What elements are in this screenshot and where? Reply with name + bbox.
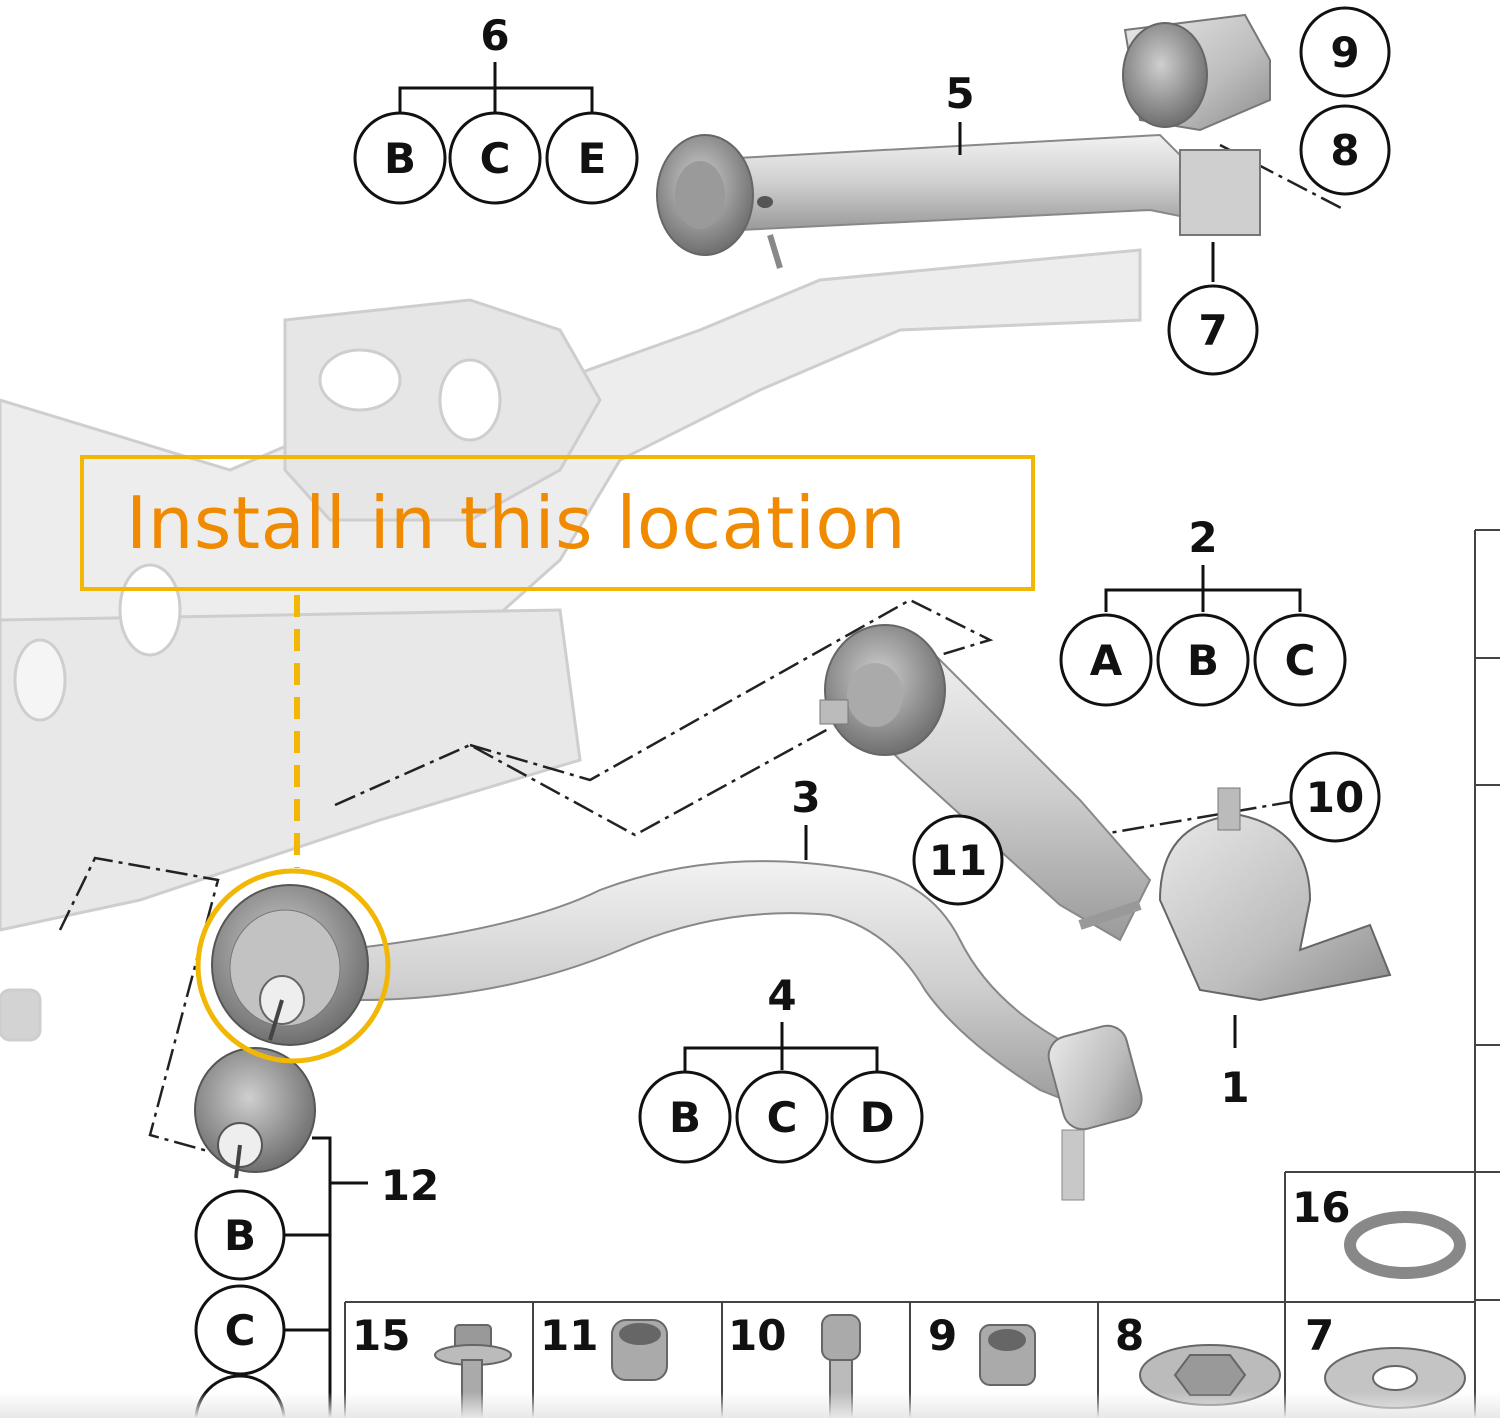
hardware-table: 15 11 10 9 8 7 16 bbox=[344, 1171, 1475, 1419]
variant-6-e: E bbox=[578, 134, 607, 183]
part-label-12: 12 bbox=[381, 1161, 439, 1210]
part-label-7: 7 bbox=[1198, 306, 1227, 355]
hardware-7: 7 bbox=[1305, 1311, 1334, 1360]
part-label-9: 9 bbox=[1330, 28, 1359, 77]
part-numbers: 6 5 2 3 4 1 12 bbox=[381, 11, 1250, 1210]
part-label-11: 11 bbox=[929, 836, 987, 885]
install-location-callout: Install in this location bbox=[80, 455, 1035, 591]
part-label-3: 3 bbox=[791, 773, 820, 822]
variant-12-b: B bbox=[224, 1211, 256, 1260]
control-arm-3 bbox=[194, 860, 1143, 1201]
variant-2-c: C bbox=[1285, 636, 1316, 685]
bottom-fade bbox=[0, 1392, 1500, 1418]
hardware-8: 8 bbox=[1115, 1311, 1144, 1360]
variant-4-b: B bbox=[669, 1093, 701, 1142]
install-location-highlight bbox=[195, 595, 391, 1064]
hardware-16: 16 bbox=[1292, 1183, 1350, 1232]
part-label-10: 10 bbox=[1306, 773, 1364, 822]
hardware-15: 15 bbox=[352, 1311, 410, 1360]
upper-control-arm bbox=[656, 13, 1271, 269]
hardware-9: 9 bbox=[928, 1311, 957, 1360]
part-label-6: 6 bbox=[480, 11, 509, 60]
variant-6-c: C bbox=[480, 134, 511, 183]
circled-labels: B C E 9 8 7 A B C 10 11 B C D B C bbox=[194, 6, 1391, 1422]
variant-6-b: B bbox=[384, 134, 416, 183]
variant-2-a: A bbox=[1090, 636, 1123, 685]
part-label-8: 8 bbox=[1330, 126, 1359, 175]
part-label-5: 5 bbox=[945, 69, 974, 118]
right-table-fragment bbox=[1474, 529, 1500, 1418]
callout-text: Install in this location bbox=[126, 481, 907, 565]
variant-12-c: C bbox=[225, 1306, 256, 1355]
part-lead-lines bbox=[285, 62, 1302, 1418]
part-label-1: 1 bbox=[1220, 1063, 1249, 1112]
variant-4-d: D bbox=[860, 1093, 895, 1142]
variant-2-b: B bbox=[1187, 636, 1219, 685]
hardware-10: 10 bbox=[728, 1311, 786, 1360]
variant-4-c: C bbox=[767, 1093, 798, 1142]
hardware-11: 11 bbox=[540, 1311, 598, 1360]
lower-wishbone-arm bbox=[819, 624, 1392, 1002]
part-label-2: 2 bbox=[1188, 513, 1217, 562]
part-label-4: 4 bbox=[767, 971, 796, 1020]
